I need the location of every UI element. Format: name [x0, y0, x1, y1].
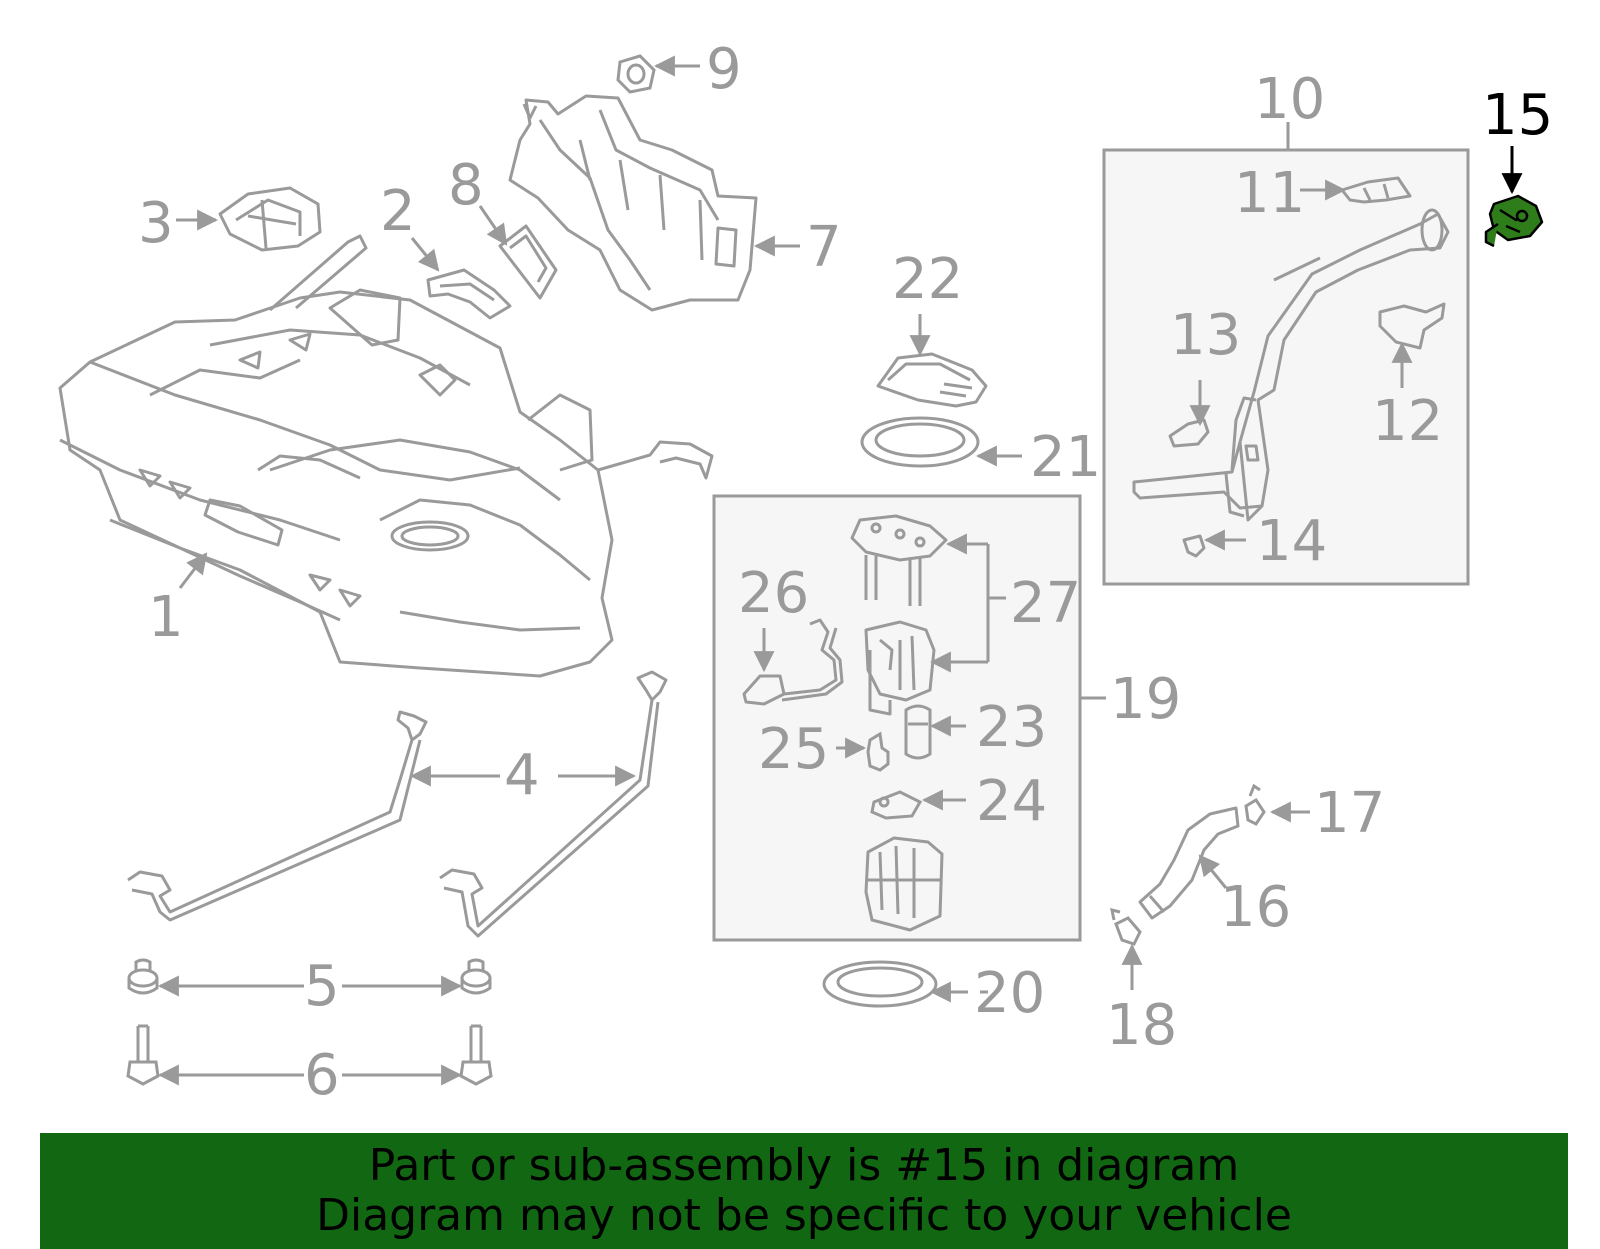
cover-plate-part-22[interactable] [876, 352, 988, 408]
callout-5[interactable]: 5 [304, 954, 340, 1019]
gasket-part-21[interactable] [860, 416, 980, 468]
callout-24[interactable]: 24 [976, 769, 1047, 834]
insulator-part-8[interactable] [498, 224, 558, 300]
callout-25[interactable]: 25 [758, 717, 829, 782]
clamp-part-18[interactable] [1110, 907, 1142, 946]
heat-shield-part-7[interactable] [508, 94, 758, 312]
clamp-part-17[interactable] [1244, 783, 1266, 826]
clip-part-13[interactable] [1168, 418, 1210, 448]
callout-10[interactable]: 10 [1254, 67, 1325, 132]
callout-27[interactable]: 27 [1010, 571, 1081, 636]
insulator-pad-part-2[interactable] [426, 268, 512, 320]
filler-pipe-part-10[interactable] [1132, 208, 1450, 522]
pump-flange-part-27[interactable] [850, 514, 948, 606]
fuel-filter-part-23[interactable] [904, 704, 932, 760]
callout-1[interactable]: 1 [148, 585, 184, 650]
callout-14[interactable]: 14 [1256, 509, 1327, 574]
info-banner: Part or sub-assembly is #15 in diagram D… [40, 1133, 1568, 1249]
fuel-tank-part[interactable] [58, 234, 714, 678]
callout-4[interactable]: 4 [504, 743, 540, 808]
callout-26[interactable]: 26 [738, 561, 809, 626]
cover-part-3[interactable] [218, 186, 322, 252]
callout-11[interactable]: 11 [1234, 161, 1305, 226]
callout-6[interactable]: 6 [304, 1043, 340, 1108]
callout-20[interactable]: 20 [974, 961, 1045, 1026]
wiring-harness-part-26[interactable] [742, 618, 844, 706]
callout-12[interactable]: 12 [1372, 389, 1443, 454]
hose-part-16[interactable] [1138, 806, 1240, 920]
gasket-part-24[interactable] [870, 790, 923, 820]
callout-18[interactable]: 18 [1106, 993, 1177, 1058]
callout-13[interactable]: 13 [1170, 303, 1241, 368]
callout-16[interactable]: 16 [1220, 875, 1291, 940]
clip-part-14[interactable] [1182, 534, 1206, 558]
callout-22[interactable]: 22 [892, 247, 963, 312]
callout-8[interactable]: 8 [448, 153, 484, 218]
callout-7[interactable]: 7 [806, 215, 842, 280]
callout-2[interactable]: 2 [380, 179, 416, 244]
callout-17[interactable]: 17 [1314, 781, 1385, 846]
pump-module-part-27[interactable] [864, 620, 936, 716]
bracket-part-11[interactable] [1340, 176, 1412, 204]
callout-15[interactable]: 15 [1482, 83, 1553, 148]
banner-line-part-number: Part or sub-assembly is #15 in diagram [368, 1140, 1240, 1191]
cover-part-12[interactable] [1378, 302, 1446, 350]
gasket-part-20[interactable] [822, 960, 938, 1008]
banner-line-disclaimer: Diagram may not be specific to your vehi… [316, 1190, 1292, 1241]
leader-lines [157, 55, 1413, 1086]
callout-21[interactable]: 21 [1030, 425, 1101, 490]
valve-part-25[interactable] [866, 731, 890, 772]
callout-9[interactable]: 9 [706, 37, 742, 102]
nut-part-9[interactable] [616, 54, 656, 94]
pump-reservoir[interactable] [864, 836, 944, 932]
tank-strap-part-4[interactable] [127, 670, 668, 938]
callout-19[interactable]: 19 [1110, 667, 1181, 732]
callout-23[interactable]: 23 [976, 695, 1047, 760]
callout-3[interactable]: 3 [138, 191, 174, 256]
fuel-cap-part-15-highlighted[interactable] [1484, 194, 1544, 248]
box-10-filler-pipe-assembly [1102, 148, 1470, 586]
